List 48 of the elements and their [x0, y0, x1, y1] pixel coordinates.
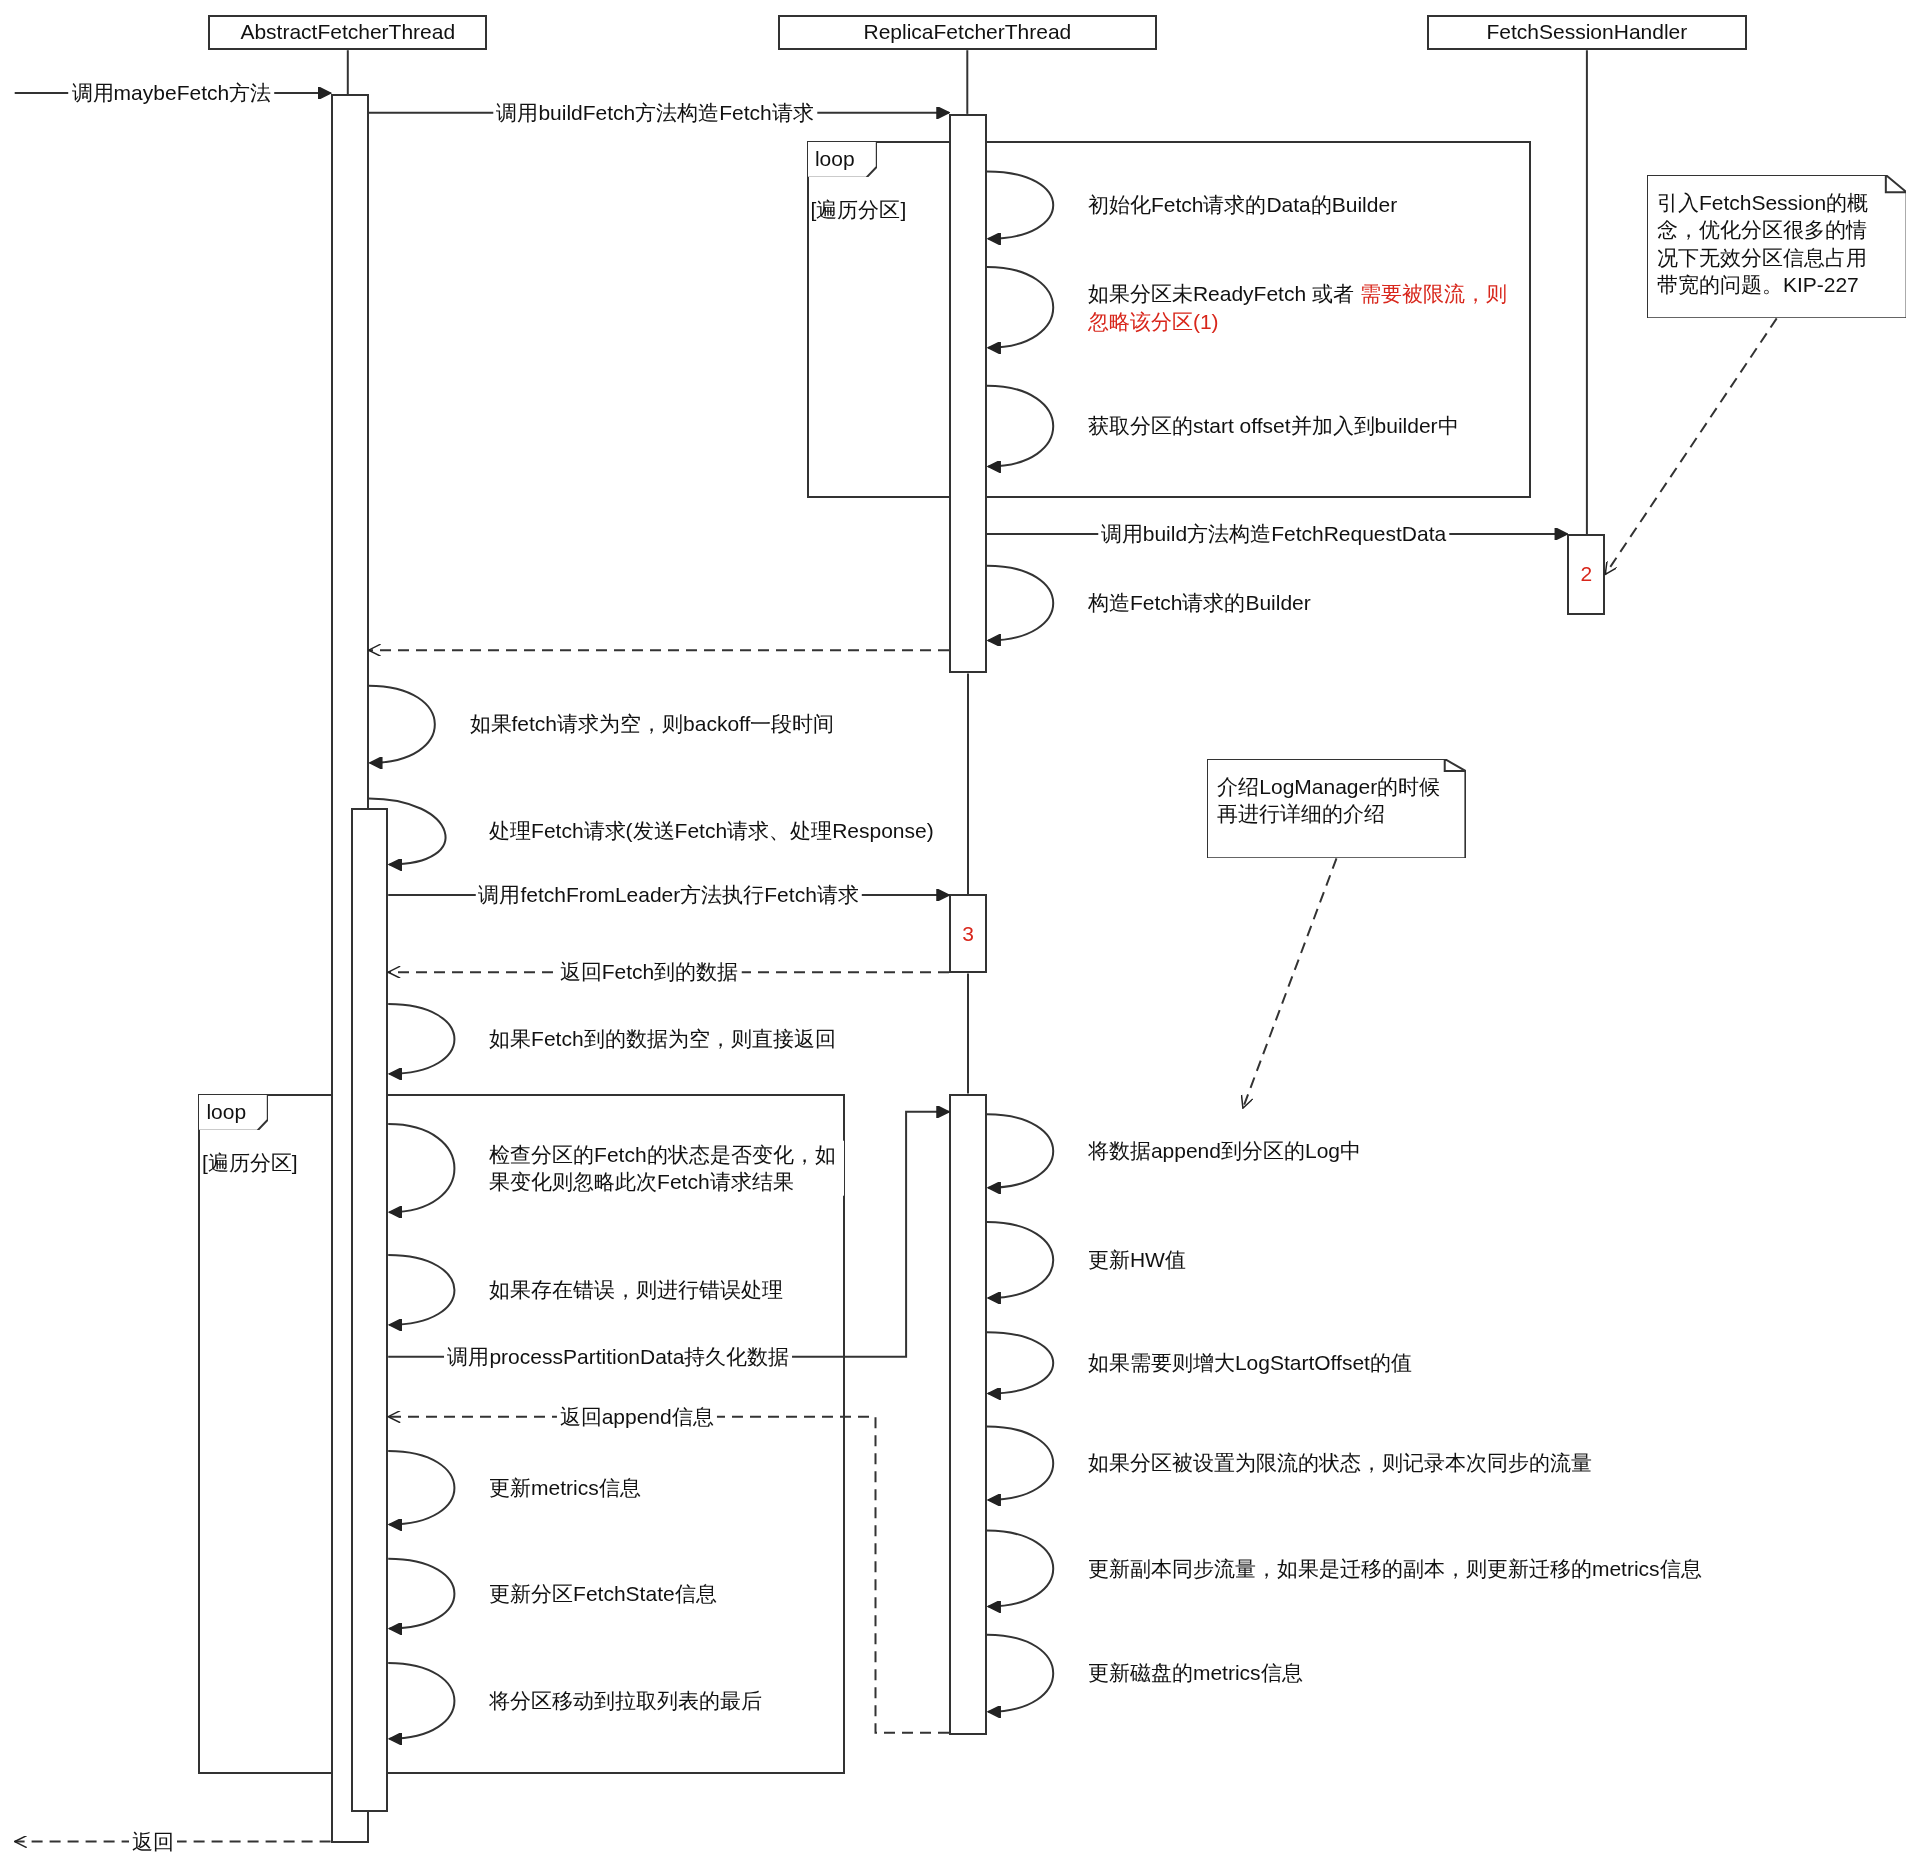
lifeline	[1585, 49, 1588, 535]
lifeline	[966, 49, 969, 115]
self-call-arrow	[367, 797, 447, 871]
self-call-arrow	[985, 384, 1055, 473]
activation-bar: 3	[949, 893, 987, 974]
activation-bar	[949, 113, 987, 674]
self-call-arrow	[985, 1221, 1055, 1304]
self-call-arrow	[387, 1661, 456, 1745]
self-call-arrow	[985, 170, 1055, 245]
self-call-arrow	[367, 684, 436, 769]
return-arrow	[367, 643, 950, 657]
return-arrow	[387, 965, 950, 979]
self-call-arrow	[387, 1254, 456, 1331]
activation-bar	[949, 1093, 987, 1736]
lifeline-header: ReplicaFetcherThread	[777, 14, 1158, 51]
self-call-arrow	[985, 1633, 1055, 1718]
note-box: 引入FetchSession的概念，优化分区很多的情况下无效分区信息占用带宽的问题。KIP-227	[1646, 175, 1907, 319]
self-call-arrow	[387, 1557, 456, 1635]
self-call-arrow	[985, 1113, 1055, 1194]
note-connector	[1604, 317, 1778, 576]
self-call-arrow	[985, 265, 1055, 354]
self-call-arrow	[985, 1529, 1055, 1613]
frame-tag: loop	[198, 1093, 269, 1131]
return-arrow	[387, 1409, 950, 1734]
note-connector	[1240, 857, 1338, 1110]
self-call-arrow	[985, 1425, 1055, 1506]
message-label: 调用build方法构造FetchRequestData	[1097, 520, 1450, 548]
lifeline	[967, 972, 969, 1095]
activation-bar	[351, 808, 389, 1813]
lifeline	[346, 49, 349, 96]
self-call-arrow	[387, 1450, 456, 1531]
message-label: 检查分区的Fetch的状态是否变化，如果变化则忽略此次Fetch请求结果	[486, 1140, 844, 1196]
lifeline-header: FetchSessionHandler	[1426, 14, 1748, 51]
frame-tag: loop	[806, 140, 877, 178]
self-call-arrow	[387, 1123, 456, 1218]
note-box: 介绍LogManager的时候再进行详细的介绍	[1207, 759, 1466, 859]
lifeline	[967, 672, 969, 895]
message-arrow	[367, 105, 950, 120]
lifeline-header: AbstractFetcherThread	[208, 14, 488, 51]
return-arrow	[13, 1834, 332, 1849]
self-call-arrow	[985, 1331, 1055, 1400]
self-call-arrow	[985, 564, 1055, 647]
message-label: 调用maybeFetch方法	[68, 79, 275, 107]
message-label: 返回append信息	[556, 1403, 717, 1431]
activation-bar: 2	[1567, 533, 1606, 615]
message-label: 调用processPartitionData持久化数据	[444, 1343, 793, 1371]
self-call-arrow	[387, 1003, 456, 1080]
message-arrow	[387, 1105, 950, 1358]
